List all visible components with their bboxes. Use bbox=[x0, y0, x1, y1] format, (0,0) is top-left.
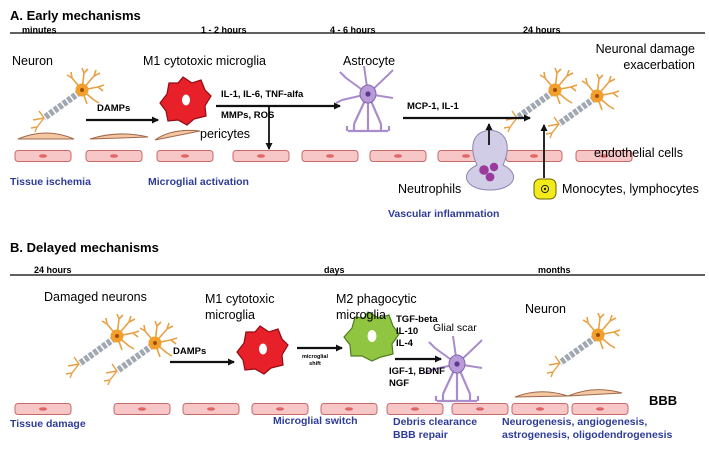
mediator-damps-b: DAMPs bbox=[173, 346, 207, 357]
label-damaged-neurons: Damaged neurons bbox=[44, 290, 147, 304]
process-microglial-switch: Microglial switch bbox=[273, 415, 358, 427]
process-microglial-activation: Microglial activation bbox=[148, 176, 249, 188]
mediator-damps-a: DAMPs bbox=[97, 103, 131, 114]
mediator-mcp-il1: MCP-1, IL-1 bbox=[407, 101, 459, 112]
label-m2-microglia: M2 phagocytic microglia bbox=[336, 292, 417, 322]
label-m1-microglia-a: M1 cytotoxic microglia bbox=[143, 54, 266, 68]
process-tissue-ischemia: Tissue ischemia bbox=[10, 176, 91, 188]
label-bbb: BBB bbox=[649, 393, 678, 408]
mediator-mmps-ros: MMPs, ROS bbox=[221, 110, 275, 121]
process-debris-clearance: Debris clearance BBB repair bbox=[393, 416, 478, 442]
process-neurogenesis: Neurogenesis, angiogenesis, astrogenesis… bbox=[502, 416, 673, 442]
label-neuron-b: Neuron bbox=[525, 302, 566, 316]
process-vascular-inflammation: Vascular inflammation bbox=[388, 208, 500, 220]
timeline-a-24-hours: 24 hours bbox=[523, 25, 561, 35]
section-a-title: A. Early mechanisms bbox=[10, 8, 141, 23]
label-neutrophils: Neutrophils bbox=[398, 182, 462, 196]
timeline-b-months: months bbox=[538, 265, 571, 275]
mediator-cytokines: IL-1, IL-6, TNF-alfa bbox=[221, 89, 304, 100]
timeline-a-minutes: minutes bbox=[22, 25, 57, 35]
mediator-igf-bdnf-ngf: IGF-1, BDNF NGF bbox=[389, 366, 445, 389]
timeline-b-days: days bbox=[324, 265, 345, 275]
timeline-a-4-6-hours: 4 - 6 hours bbox=[330, 25, 376, 35]
mediator-microglial-shift: microglial shift bbox=[302, 354, 328, 367]
label-endothelial-cells: endothelial cells bbox=[594, 146, 683, 160]
mediator-tgf-il10-il4: TGF-beta IL-10 IL-4 bbox=[396, 314, 438, 349]
label-neuron-a: Neuron bbox=[12, 54, 53, 68]
section-b-title: B. Delayed mechanisms bbox=[10, 240, 159, 255]
process-tissue-damage: Tissue damage bbox=[10, 418, 86, 430]
label-m1-microglia-b: M1 cytotoxic microglia bbox=[205, 292, 275, 322]
label-glial-scar: Glial scar bbox=[433, 322, 477, 334]
timeline-a-1-2-hours: 1 - 2 hours bbox=[201, 25, 247, 35]
label-neuronal-damage: Neuronal damage exacerbation bbox=[595, 42, 695, 72]
timeline-b-24-hours: 24 hours bbox=[34, 265, 72, 275]
label-monocytes-lymphocytes: Monocytes, lymphocytes bbox=[562, 182, 699, 196]
label-astrocyte-a: Astrocyte bbox=[343, 54, 396, 68]
label-pericytes: pericytes bbox=[200, 127, 251, 141]
